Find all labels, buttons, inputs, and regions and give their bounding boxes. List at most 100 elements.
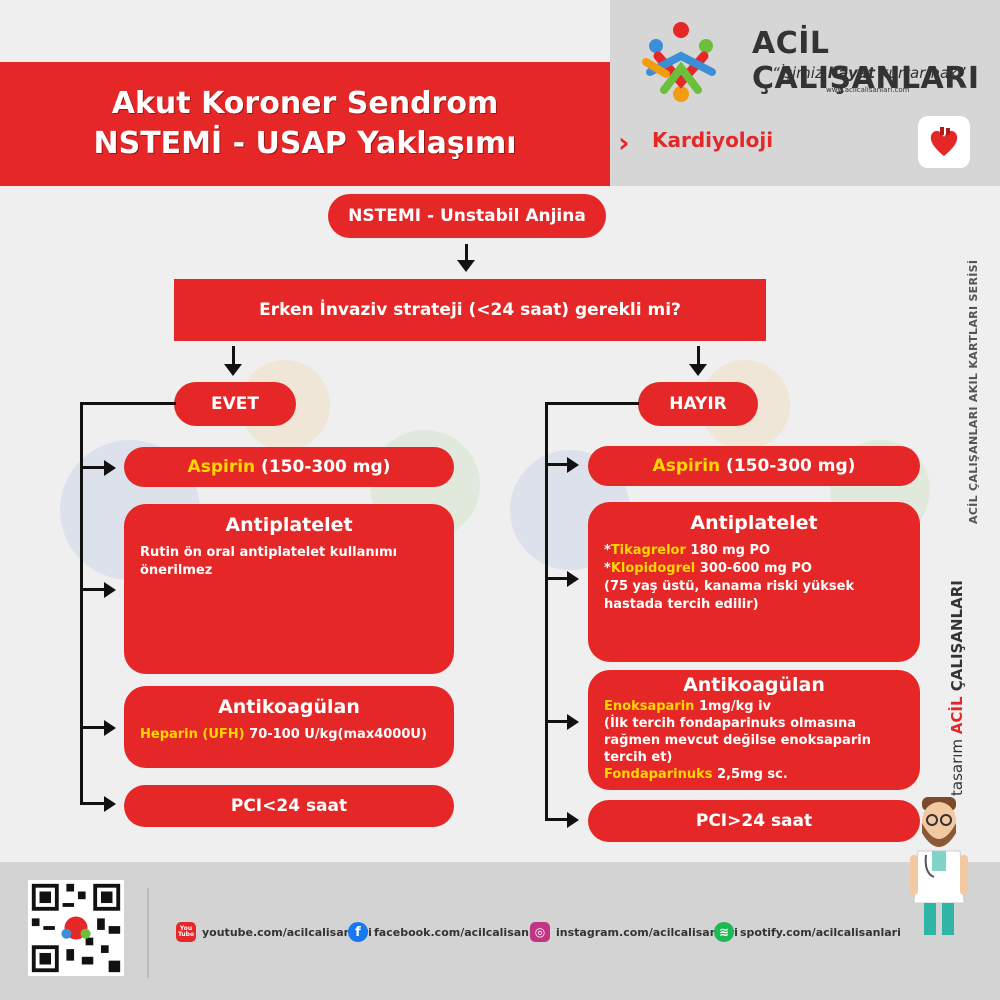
brand-slogan: “İşimiz hayat kurtarmak” <box>772 64 966 82</box>
arrow-down-icon <box>224 364 242 376</box>
no-pci-node: PCI>24 saat <box>588 800 920 842</box>
brand-name: ACİL ÇALIŞANLARI <box>752 26 980 96</box>
facebook-icon: f <box>348 922 368 942</box>
designer-credit: tasarım ACİL ÇALIŞANLARI <box>948 580 966 796</box>
brand-url: www.acilcalisanlari.com <box>826 86 910 94</box>
klopidogrel-note: (75 yaş üstü, kanama riski yüksek hastad… <box>604 579 855 612</box>
brand-logo-icon <box>642 22 716 102</box>
connector-line <box>80 802 106 805</box>
enoksaparin-line: Enoksaparin 1mg/kg iv <box>604 698 904 715</box>
no-aspirin-node: Aspirin (150-300 mg) <box>588 446 920 486</box>
yes-aspirin-name: Aspirin <box>187 457 256 477</box>
no-anticoagulant-title: Antikoagülan <box>683 674 825 696</box>
tikagrelor-line: *Tikagrelor 180 mg PO <box>604 542 904 560</box>
connector-line <box>80 402 83 804</box>
instagram-link-label: instagram.com/acilcalisanlari <box>556 925 738 939</box>
connector-line <box>80 588 106 591</box>
designer-prefix: tasarım <box>948 738 966 796</box>
youtube-link-label: youtube.com/acilcalisanlari <box>202 925 372 939</box>
no-node: HAYIR <box>638 382 758 426</box>
yes-anticoagulant-node: Antikoagülan Heparin (UFH) 70-100 U/kg(m… <box>124 686 454 768</box>
fondaparinuks-dose: 2,5mg sc. <box>712 767 788 782</box>
connector-line <box>232 346 235 366</box>
title-banner: Akut Koroner Sendrom NSTEMİ - USAP Yakla… <box>0 62 610 186</box>
question-node: Erken İnvaziv strateji (<24 saat) gerekl… <box>174 279 766 341</box>
fondaparinuks-line: Fondaparinuks 2,5mg sc. <box>604 766 904 783</box>
connector-line <box>545 463 569 466</box>
arrow-right-icon <box>104 720 116 736</box>
social-link-spotify[interactable]: ≋ spotify.com/acilcalisanlari <box>714 922 901 942</box>
slogan-bold: hayat <box>827 64 876 82</box>
enoksaparin-note: (İlk tercih fondaparinuks olmasına rağme… <box>604 716 871 765</box>
footer <box>0 862 1000 1000</box>
arrow-right-icon <box>567 714 579 730</box>
arrow-right-icon <box>104 796 116 812</box>
designer-brand-a: ACİL <box>948 696 966 735</box>
no-aspirin-dose: (150-300 mg) <box>720 456 856 476</box>
slogan-open: “İşimiz <box>772 64 828 82</box>
doctor-character-icon <box>910 797 968 935</box>
arrow-down-icon <box>689 364 707 376</box>
heart-icon <box>918 116 970 168</box>
yes-node: EVET <box>174 382 296 426</box>
youtube-icon: You Tube <box>176 922 196 942</box>
connector-line <box>545 818 569 821</box>
heparin-dose: 70-100 U/kg(max4000U) <box>244 727 427 742</box>
klop-prefix: * <box>604 561 611 576</box>
connector-line <box>80 466 106 469</box>
social-link-instagram[interactable]: ◎ instagram.com/acilcalisanlari <box>530 922 738 942</box>
arrow-right-icon <box>104 582 116 598</box>
yes-anticoagulant-title: Antikoagülan <box>218 696 360 718</box>
arrow-right-icon <box>104 460 116 476</box>
arrow-down-icon <box>457 260 475 272</box>
yes-antiplatelet-node: Antiplatelet Rutin ön oral antiplatelet … <box>124 504 454 674</box>
yes-pci-node: PCI<24 saat <box>124 785 454 827</box>
facebook-link-label: facebook.com/acilcalisanlari <box>374 925 550 939</box>
connector-line <box>545 577 569 580</box>
connector-line <box>697 346 700 366</box>
arrow-right-icon <box>567 457 579 473</box>
instagram-icon: ◎ <box>530 922 550 942</box>
no-antiplatelet-text: *Tikagrelor 180 mg PO *Klopidogrel 300-6… <box>604 542 904 614</box>
tikagrelor-name: Tikagrelor <box>610 543 686 558</box>
enoksaparin-name: Enoksaparin <box>604 699 695 714</box>
heparin-name: Heparin (UFH) <box>140 727 245 742</box>
spotify-icon: ≋ <box>714 922 734 942</box>
spotify-link-label: spotify.com/acilcalisanlari <box>740 925 901 939</box>
no-anticoagulant-node: Antikoagülan Enoksaparin 1mg/kg iv (İlk … <box>588 670 920 790</box>
social-link-youtube[interactable]: You Tube youtube.com/acilcalisanlari <box>176 922 372 942</box>
chevron-right-icon: › <box>618 126 630 159</box>
qr-code-icon <box>28 880 124 976</box>
arrow-right-icon <box>567 812 579 828</box>
connector-line <box>545 402 548 820</box>
no-aspirin-name: Aspirin <box>652 456 721 476</box>
connector-line <box>80 726 106 729</box>
enoksaparin-dose: 1mg/kg iv <box>694 699 772 714</box>
designer-brand-b: ÇALIŞANLARI <box>948 580 966 697</box>
fondaparinuks-name: Fondaparinuks <box>604 767 713 782</box>
page-title-line2: NSTEMİ - USAP Yaklaşımı <box>93 126 517 161</box>
arrow-right-icon <box>567 571 579 587</box>
connector-line <box>465 244 468 262</box>
klopidogrel-line: *Klopidogrel 300-600 mg PO <box>604 560 904 578</box>
category-label: Kardiyoloji <box>652 128 774 152</box>
start-node: NSTEMI - Unstabil Anjina <box>328 194 606 238</box>
slogan-close: kurtarmak” <box>875 64 966 82</box>
no-anticoagulant-text: Enoksaparin 1mg/kg iv (İlk tercih fondap… <box>604 698 904 783</box>
klopidogrel-name: Klopidogrel <box>610 561 696 576</box>
no-antiplatelet-node: Antiplatelet *Tikagrelor 180 mg PO *Klop… <box>588 502 920 662</box>
yes-heparin-line: Heparin (UFH) 70-100 U/kg(max4000U) <box>140 726 438 744</box>
connector-line <box>545 720 569 723</box>
tikagrelor-dose: 180 mg PO <box>685 543 771 558</box>
yes-antiplatelet-title: Antiplatelet <box>225 514 353 536</box>
footer-divider <box>147 888 149 978</box>
yes-aspirin-node: Aspirin (150-300 mg) <box>124 447 454 487</box>
klopidogrel-dose: 300-600 mg PO <box>695 561 812 576</box>
tik-prefix: * <box>604 543 611 558</box>
social-link-facebook[interactable]: f facebook.com/acilcalisanlari <box>348 922 549 942</box>
no-antiplatelet-title: Antiplatelet <box>690 512 818 534</box>
yes-aspirin-dose: (150-300 mg) <box>255 457 391 477</box>
yes-antiplatelet-text: Rutin ön oral antiplatelet kullanımı öne… <box>140 545 398 578</box>
connector-line <box>80 402 176 405</box>
series-label: ACİL ÇALIŞANLARI AKIL KARTLARI SERİSİ <box>967 259 980 524</box>
